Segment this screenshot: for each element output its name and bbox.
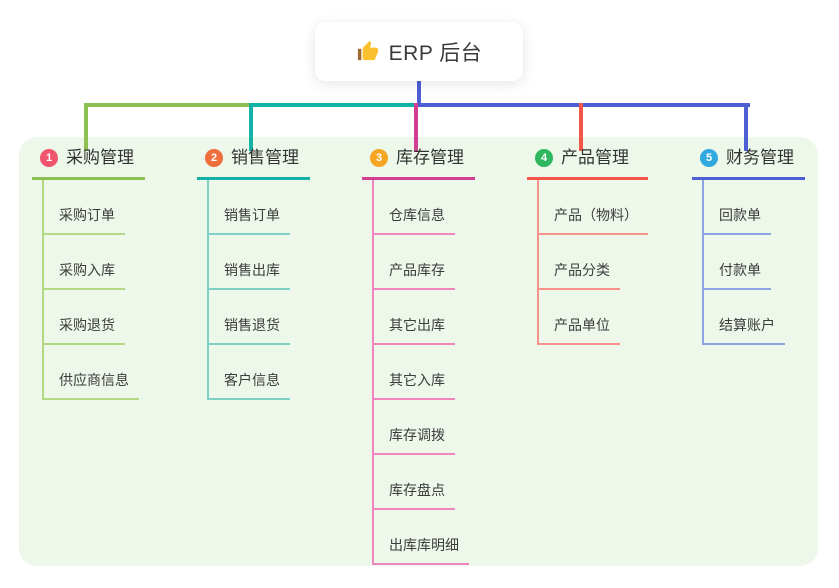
child-node-row: 出库库明细 xyxy=(374,510,475,565)
branch-1-number-badge: 1 xyxy=(40,149,58,167)
child-node[interactable]: 产品分类 xyxy=(539,262,620,290)
child-node-row: 结算账户 xyxy=(704,290,805,345)
branch-2-column: 2 销售管理销售订单销售出库销售退货客户信息 xyxy=(197,146,310,400)
branch-5-label: 财务管理 xyxy=(726,148,794,167)
branch-2-drop-connector xyxy=(249,103,253,151)
child-node-row: 回款单 xyxy=(704,180,805,235)
root-node-label: ERP 后台 xyxy=(388,41,483,65)
branch-1-column: 1 采购管理采购订单采购入库采购退货供应商信息 xyxy=(32,146,145,400)
bus-segment-mid xyxy=(251,103,419,107)
child-node-row: 付款单 xyxy=(704,235,805,290)
branch-1-children: 采购订单采购入库采购退货供应商信息 xyxy=(42,180,145,400)
child-node[interactable]: 销售退货 xyxy=(209,317,290,345)
child-node-row: 采购退货 xyxy=(44,290,145,345)
root-trunk-connector xyxy=(417,80,421,105)
child-node-row: 库存盘点 xyxy=(374,455,475,510)
bus-segment-left xyxy=(86,103,253,107)
branch-3-drop-connector xyxy=(414,103,418,151)
root-node[interactable]: ERP 后台 xyxy=(315,22,523,81)
branch-2-label: 销售管理 xyxy=(231,148,299,167)
branch-5-column: 5 财务管理回款单付款单结算账户 xyxy=(692,146,805,345)
child-node[interactable]: 其它入库 xyxy=(374,372,455,400)
child-node[interactable]: 库存调拨 xyxy=(374,427,455,455)
child-node-row: 产品单位 xyxy=(539,290,648,345)
child-node[interactable]: 结算账户 xyxy=(704,317,785,345)
thumbs-up-icon xyxy=(356,40,379,63)
bus-segment-right xyxy=(417,103,750,107)
branch-4-number-badge: 4 xyxy=(535,149,553,167)
child-node-row: 产品分类 xyxy=(539,235,648,290)
child-node[interactable]: 销售出库 xyxy=(209,262,290,290)
child-node[interactable]: 产品单位 xyxy=(539,317,620,345)
child-node[interactable]: 产品（物料） xyxy=(539,207,648,235)
child-node-row: 销售出库 xyxy=(209,235,310,290)
branch-1-drop-connector xyxy=(84,103,88,151)
branch-5-number-badge: 5 xyxy=(700,149,718,167)
child-node-row: 供应商信息 xyxy=(44,345,145,400)
child-node-row: 销售订单 xyxy=(209,180,310,235)
child-node-row: 库存调拨 xyxy=(374,400,475,455)
branch-3-number-badge: 3 xyxy=(370,149,388,167)
child-node[interactable]: 库存盘点 xyxy=(374,482,455,510)
branch-4-children: 产品（物料） 产品分类产品单位 xyxy=(537,180,648,345)
branch-3-children: 仓库信息产品库存其它出库其它入库库存调拨库存盘点出库库明细 xyxy=(372,180,475,565)
branch-2-children: 销售订单销售出库销售退货客户信息 xyxy=(207,180,310,400)
branch-5-drop-connector xyxy=(744,103,748,151)
branch-5-node[interactable]: 5 财务管理 xyxy=(692,146,805,180)
branch-2-node[interactable]: 2 销售管理 xyxy=(197,146,310,180)
child-node[interactable]: 采购入库 xyxy=(44,262,125,290)
branch-5-children: 回款单付款单结算账户 xyxy=(702,180,805,345)
branch-4-drop-connector xyxy=(579,103,583,151)
child-node[interactable]: 仓库信息 xyxy=(374,207,455,235)
branch-1-label: 采购管理 xyxy=(66,148,134,167)
branch-2-number-badge: 2 xyxy=(205,149,223,167)
branch-3-node[interactable]: 3 库存管理 xyxy=(362,146,475,180)
branch-3-column: 3 库存管理仓库信息产品库存其它出库其它入库库存调拨库存盘点出库库明细 xyxy=(362,146,475,565)
child-node-row: 其它出库 xyxy=(374,290,475,345)
mindmap-panel xyxy=(19,137,818,566)
child-node[interactable]: 采购订单 xyxy=(44,207,125,235)
child-node[interactable]: 回款单 xyxy=(704,207,771,235)
child-node-row: 客户信息 xyxy=(209,345,310,400)
child-node[interactable]: 供应商信息 xyxy=(44,372,139,400)
child-node[interactable]: 付款单 xyxy=(704,262,771,290)
child-node-row: 其它入库 xyxy=(374,345,475,400)
branch-4-label: 产品管理 xyxy=(561,148,629,167)
branch-1-node[interactable]: 1 采购管理 xyxy=(32,146,145,180)
child-node-row: 产品库存 xyxy=(374,235,475,290)
child-node-row: 采购订单 xyxy=(44,180,145,235)
child-node[interactable]: 其它出库 xyxy=(374,317,455,345)
branch-3-label: 库存管理 xyxy=(396,148,464,167)
child-node[interactable]: 采购退货 xyxy=(44,317,125,345)
child-node[interactable]: 出库库明细 xyxy=(374,537,469,565)
child-node-row: 采购入库 xyxy=(44,235,145,290)
child-node-row: 产品（物料） xyxy=(539,180,648,235)
child-node[interactable]: 产品库存 xyxy=(374,262,455,290)
child-node[interactable]: 客户信息 xyxy=(209,372,290,400)
child-node-row: 仓库信息 xyxy=(374,180,475,235)
branch-4-column: 4 产品管理产品（物料） 产品分类产品单位 xyxy=(527,146,648,345)
branch-4-node[interactable]: 4 产品管理 xyxy=(527,146,648,180)
child-node-row: 销售退货 xyxy=(209,290,310,345)
child-node[interactable]: 销售订单 xyxy=(209,207,290,235)
